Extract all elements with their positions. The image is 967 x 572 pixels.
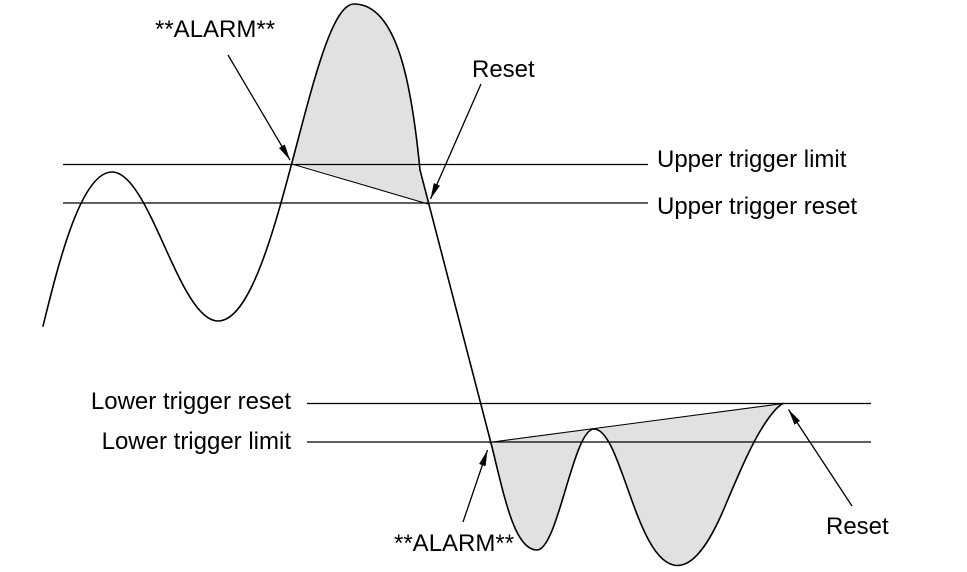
upper-trigger-reset-label: Upper trigger reset [657, 193, 858, 220]
upper-trigger-limit-label: Upper trigger limit [657, 146, 847, 173]
upper-alarm-arrow [227, 54, 291, 161]
lower-trigger-reset-label: Lower trigger reset [90, 388, 291, 415]
lower-reset-arrow [787, 409, 853, 507]
lower-hold-slant-line [488, 402, 784, 444]
lower-excursion-shaded-area [489, 403, 783, 566]
upper-hold-slant-line [291, 163, 429, 205]
upper-excursion-shaded-area [292, 4, 428, 204]
upper-reset-label: Reset [472, 56, 535, 83]
upper-reset-arrow [429, 83, 482, 200]
upper-alarm-label: **ALARM** [155, 16, 276, 43]
lower-alarm-arrow [462, 449, 489, 523]
lower-trigger-limit-label: Lower trigger limit [101, 428, 291, 455]
lower-reset-label: Reset [826, 513, 889, 540]
lower-alarm-label: **ALARM** [394, 530, 515, 557]
signal-waveform-path [42, 3, 784, 567]
